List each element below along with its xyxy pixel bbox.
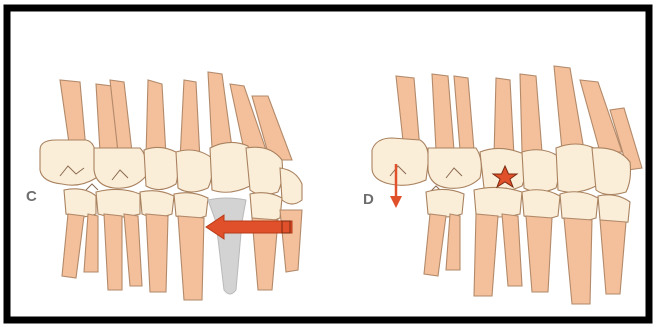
tooth-crown <box>144 147 178 189</box>
panel-letter-c: C <box>26 188 37 205</box>
tooth-root <box>180 80 200 160</box>
tooth-crown <box>96 189 140 217</box>
tooth-crown <box>210 142 252 192</box>
panel-letter-d: D <box>363 191 374 208</box>
tooth-root <box>494 78 514 156</box>
tooth-crown <box>372 138 428 185</box>
tooth-crown <box>246 147 283 194</box>
tooth-crown <box>40 140 96 185</box>
tooth-crown <box>174 193 208 219</box>
tooth-crown <box>426 189 464 217</box>
tooth-crown <box>250 193 282 221</box>
tooth-crown <box>522 190 560 219</box>
tooth-crown <box>560 192 598 221</box>
tooth-crown <box>522 150 559 192</box>
tooth-crown <box>176 150 213 192</box>
tooth-crown <box>64 189 96 217</box>
tooth-root <box>146 214 168 292</box>
tooth-crown <box>474 187 522 217</box>
tooth-crown <box>556 144 598 192</box>
tooth-crown <box>94 148 146 188</box>
tooth-crown <box>598 195 630 224</box>
tooth-crown <box>140 191 174 217</box>
